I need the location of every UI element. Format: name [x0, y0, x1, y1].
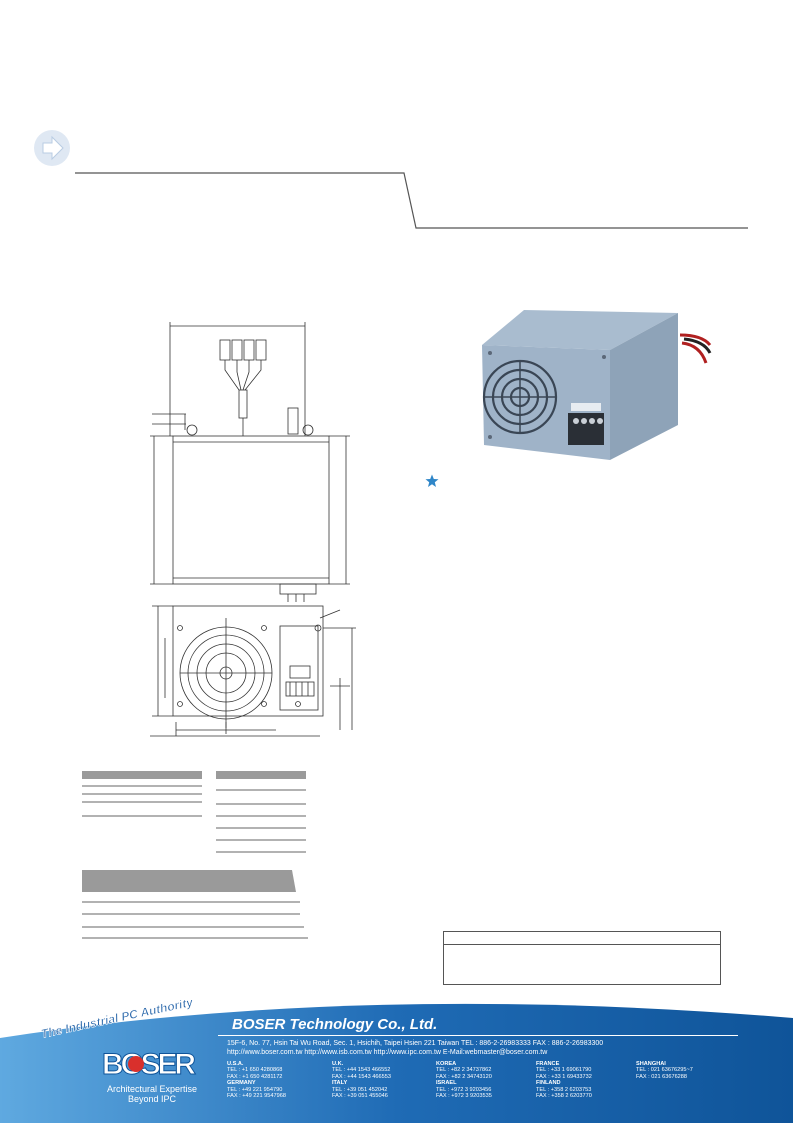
office-country: ISRAEL: [436, 1080, 457, 1087]
office-tel: TEL : +49 221 954790: [227, 1086, 283, 1093]
power-supply-photo: [482, 310, 712, 460]
footer-banner: [0, 1003, 793, 1123]
office-country: ITALY: [332, 1080, 348, 1087]
office-tel: TEL : +358 2 6203753: [536, 1086, 592, 1093]
office-country: FINLAND: [536, 1080, 561, 1087]
office-column-3: KOREA TEL : +82 2 34737862 FAX : +82 2 3…: [436, 1061, 492, 1099]
office-tel: TEL : +33 1 69061790: [536, 1067, 592, 1074]
office-country: GERMANY: [227, 1080, 256, 1087]
note-box-divider: [444, 944, 720, 945]
address-block: 15F-6, No. 77, Hsin Tai Wu Road, Sec. 1,…: [227, 1039, 603, 1057]
office-country: U.K.: [332, 1061, 344, 1067]
spec-table-rules: [82, 771, 308, 939]
office-country: U.S.A.: [227, 1061, 244, 1067]
office-column-2: U.K. TEL : +44 1543 466552 FAX : +44 154…: [332, 1061, 391, 1099]
office-country: KOREA: [436, 1061, 457, 1067]
logo-text: BOSER: [102, 1048, 196, 1081]
note-box: [443, 931, 721, 985]
tagline: The Industrial PC Authority: [40, 1000, 196, 1041]
office-tel: TEL : +44 1543 466552: [332, 1067, 391, 1074]
office-fax: FAX : +1 650 4281172: [227, 1073, 283, 1080]
office-fax: FAX : +33 1 69433732: [536, 1073, 592, 1080]
office-column-1: U.S.A. TEL : +1 650 4280868 FAX : +1 650…: [227, 1061, 286, 1099]
slogan: Architectural Expertise Beyond IPC: [94, 1084, 210, 1104]
office-tel: TEL : +972 3 9203456: [436, 1086, 492, 1093]
star-icon: [425, 474, 439, 487]
section-rule: [75, 172, 748, 229]
office-fax: FAX : 021 63676288: [636, 1073, 688, 1080]
office-fax: FAX : +39 051 455046: [332, 1093, 388, 1100]
office-tel: TEL : +82 2 34737862: [436, 1067, 492, 1074]
office-tel: TEL : 021 63676295~7: [636, 1067, 693, 1074]
office-country: SHANGHAI: [636, 1061, 666, 1067]
office-country: FRANCE: [536, 1061, 560, 1067]
office-column-5: SHANGHAI TEL : 021 63676295~7 FAX : 021 …: [636, 1061, 693, 1080]
office-fax: FAX : +358 2 6203770: [536, 1093, 592, 1100]
office-fax: FAX : +972 3 9203535: [436, 1093, 492, 1100]
office-column-4: FRANCE TEL : +33 1 69061790 FAX : +33 1 …: [536, 1061, 592, 1099]
office-fax: FAX : +49 221 9547968: [227, 1093, 286, 1100]
slogan-line2: Beyond IPC: [127, 1094, 177, 1104]
company-rule: [218, 1035, 738, 1036]
slogan-line1: Architectural Expertise: [106, 1084, 198, 1094]
web-line[interactable]: http://www.boser.com.tw http://www.isb.c…: [227, 1049, 548, 1056]
office-tel: TEL : +1 650 4280868: [227, 1067, 283, 1074]
office-fax: FAX : +82 2 34743120: [436, 1073, 492, 1080]
office-fax: FAX : +44 1543 466553: [332, 1073, 391, 1080]
company-name: BOSER Technology Co., Ltd.: [232, 1016, 438, 1033]
office-tel: TEL : +39 051 452042: [332, 1086, 388, 1093]
address-line: 15F-6, No. 77, Hsin Tai Wu Road, Sec. 1,…: [227, 1040, 604, 1047]
boser-logo: BOSER: [102, 1048, 197, 1082]
arrow-right-circle-icon: [34, 130, 70, 166]
tagline-text: The Industrial PC Authority: [40, 1000, 195, 1041]
mechanical-drawing: [150, 322, 356, 737]
